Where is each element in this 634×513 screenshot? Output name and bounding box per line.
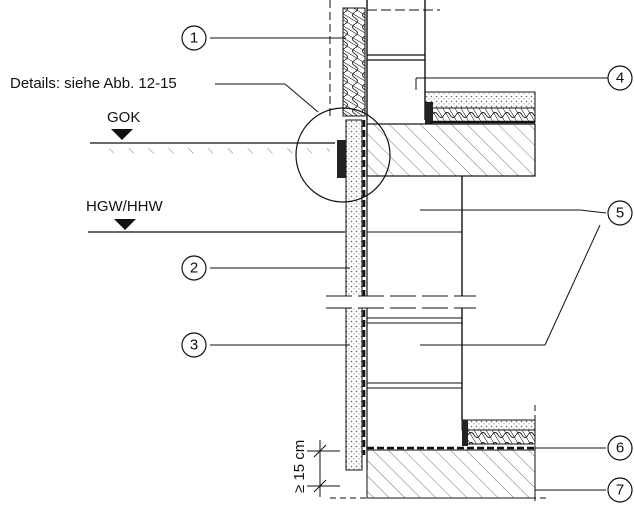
svg-text:3: 3 (190, 337, 198, 354)
ground-surface (90, 142, 335, 157)
details-label: Details: siehe Abb. 12-15 (10, 75, 177, 92)
svg-text:7: 7 (616, 482, 624, 499)
detail-circle (295, 107, 391, 203)
hgw-marker-icon (114, 219, 136, 230)
callout-1: 1 (181, 25, 207, 51)
break-marks (326, 295, 476, 309)
svg-text:4: 4 (616, 70, 624, 87)
basement-wall (345, 119, 463, 471)
floor-buildup (424, 91, 536, 124)
svg-text:1: 1 (190, 30, 198, 47)
upper-slab (366, 123, 536, 177)
lower-floor-buildup (367, 419, 536, 450)
svg-text:5: 5 (616, 205, 624, 222)
callout-4: 4 (607, 65, 633, 91)
callout-3: 3 (181, 332, 207, 358)
hgw-label: HGW/HHW (86, 198, 163, 215)
callout-2: 2 (181, 255, 207, 281)
gok-label: GOK (107, 109, 140, 126)
dimension-marker: ≥ 15 cm (291, 440, 340, 497)
callout-6: 6 (607, 435, 633, 461)
upper-wall (329, 0, 440, 120)
foundation-slab (330, 405, 548, 505)
callout-5: 5 (607, 200, 633, 226)
dimension-label: ≥ 15 cm (291, 440, 308, 493)
svg-text:2: 2 (190, 260, 198, 277)
callout-7: 7 (607, 477, 633, 503)
gok-marker-icon (111, 129, 133, 140)
svg-text:6: 6 (616, 440, 624, 457)
